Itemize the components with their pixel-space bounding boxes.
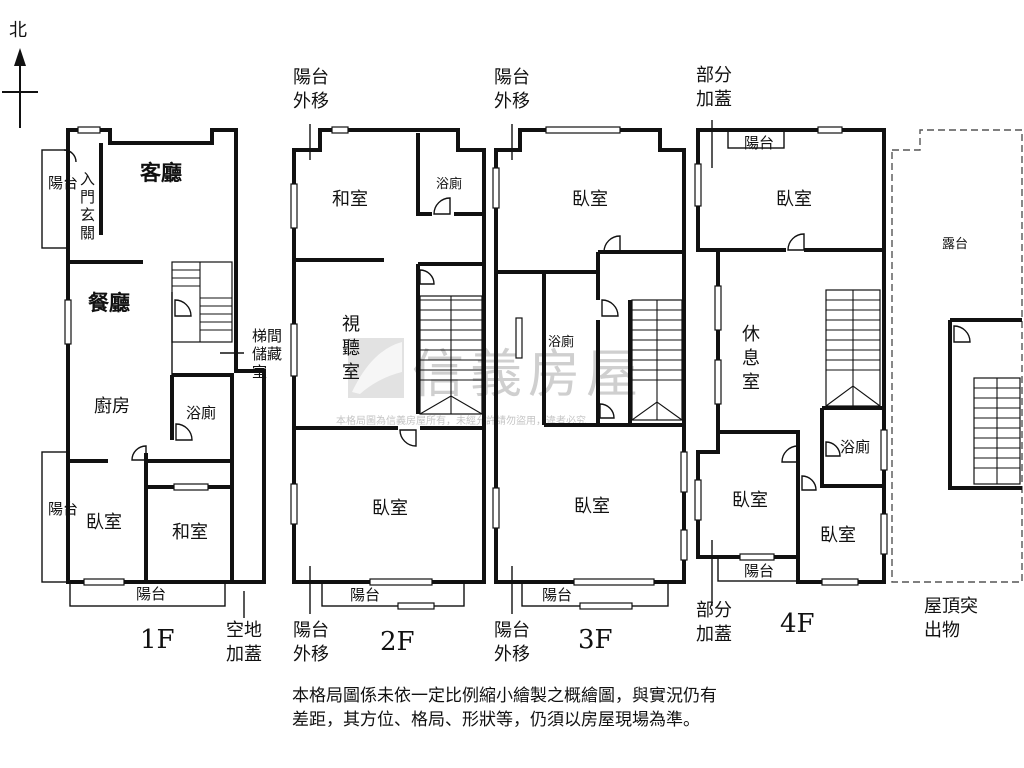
room-4f-lounge: 休息室 xyxy=(742,324,760,393)
balcony-3f-bottom-label: 陽台 xyxy=(542,586,572,604)
roof-structure-label: 屋頂突出物 xyxy=(924,596,978,641)
room-1f-bath: 浴廁 xyxy=(186,404,216,422)
balcony-move-2f-top: 陽台外移 xyxy=(293,67,329,112)
balcony-1f-left-top-label: 陽台 xyxy=(48,174,78,192)
stairs-4f xyxy=(825,289,881,407)
balcony-1f-left-bottom xyxy=(41,451,69,583)
stairs-3f xyxy=(631,299,683,421)
room-2f-washitsu: 和室 xyxy=(332,189,368,210)
floor-roof: 露台 屋頂突出物 xyxy=(891,129,1023,641)
room-1f-bedroom: 臥室 xyxy=(86,512,122,533)
floor-label-1f: 1F xyxy=(140,625,175,655)
watermark-notice: 本格局圖為信義房屋所有，未經允許請勿盜用，違者必究 xyxy=(336,414,586,427)
room-3f-bath: 浴廁 xyxy=(548,334,574,350)
room-1f-dining: 餐廳 xyxy=(88,291,130,315)
floor-label-4f: 4F xyxy=(780,609,815,639)
room-2f-bath: 浴廁 xyxy=(436,176,462,192)
vacant-lot-1f-label: 空地加蓋 xyxy=(226,620,262,665)
balcony-2f-bottom-label: 陽台 xyxy=(350,586,380,604)
room-3f-bedroom-bottom: 臥室 xyxy=(574,496,610,517)
floor-2f: 和室 浴廁 視聽室 臥室 陽台 陽台外移 陽台外移 2F xyxy=(290,67,486,665)
partial-cover-4f-bottom: 部分加蓋 xyxy=(696,600,732,645)
balcony-move-3f-top: 陽台外移 xyxy=(494,67,530,112)
balcony-1f-left-bottom-label: 陽台 xyxy=(48,500,78,518)
watermark-logo xyxy=(348,338,404,398)
room-4f-bedroom-top: 臥室 xyxy=(776,189,812,210)
balcony-4f-top-label: 陽台 xyxy=(744,134,774,152)
balcony-4f-bottom-label: 陽台 xyxy=(744,562,774,580)
disclaimer-note: 本格局圖係未依一定比例縮小繪製之概繪圖，與實況仍有差距，其方位、格局、形狀等，仍… xyxy=(292,686,717,730)
room-1f-washitsu: 和室 xyxy=(172,522,208,543)
north-label: 北 xyxy=(9,20,27,41)
balcony-move-2f-bottom: 陽台外移 xyxy=(293,620,329,665)
balcony-1f-bottom-label: 陽台 xyxy=(136,585,166,603)
floor-label-3f: 3F xyxy=(578,625,613,655)
stairs-1f xyxy=(171,261,233,343)
roof-terrace-label: 露台 xyxy=(942,237,968,252)
watermark: 信義房屋 本格局圖為信義房屋所有，未經允許請勿盜用，違者必究 xyxy=(336,338,644,427)
room-2f-av: 視聽室 xyxy=(342,314,360,383)
room-4f-bedroom-left: 臥室 xyxy=(732,490,768,511)
room-3f-bedroom-top: 臥室 xyxy=(572,189,608,210)
stairs-2f xyxy=(419,295,483,415)
stairs-roof xyxy=(973,377,1021,485)
floor-label-2f: 2F xyxy=(380,627,415,657)
balcony-move-3f-bottom: 陽台外移 xyxy=(494,620,530,665)
entry-1f-label: 入門玄關 xyxy=(80,170,95,242)
floor-1f: 客廳 餐廳 廚房 浴廁 臥室 和室 陽台 陽台 陽台 入門玄關 梯間儲藏室 空地… xyxy=(41,126,282,665)
watermark-brand: 信義房屋 xyxy=(412,345,644,405)
room-4f-bath: 浴廁 xyxy=(840,438,870,456)
balcony-1f-left-top xyxy=(41,149,69,249)
stair-storage-1f-label: 梯間儲藏室 xyxy=(252,327,282,381)
balcony-1f-bottom xyxy=(69,581,226,607)
floor-4f: 臥室 陽台 休息室 浴廁 臥室 臥室 陽台 部分加蓋 部分加蓋 4F xyxy=(694,65,888,645)
partial-cover-4f-top: 部分加蓋 xyxy=(696,65,732,110)
floor-3f: 臥室 浴廁 臥室 陽台 陽台外移 陽台外移 3F xyxy=(492,67,688,665)
room-2f-bedroom: 臥室 xyxy=(372,498,408,519)
room-4f-bedroom-right: 臥室 xyxy=(820,525,856,546)
room-1f-kitchen: 廚房 xyxy=(94,395,130,417)
room-1f-living: 客廳 xyxy=(140,161,182,185)
balcony-4f-top xyxy=(727,129,785,149)
north-arrow: 北 xyxy=(2,20,38,128)
